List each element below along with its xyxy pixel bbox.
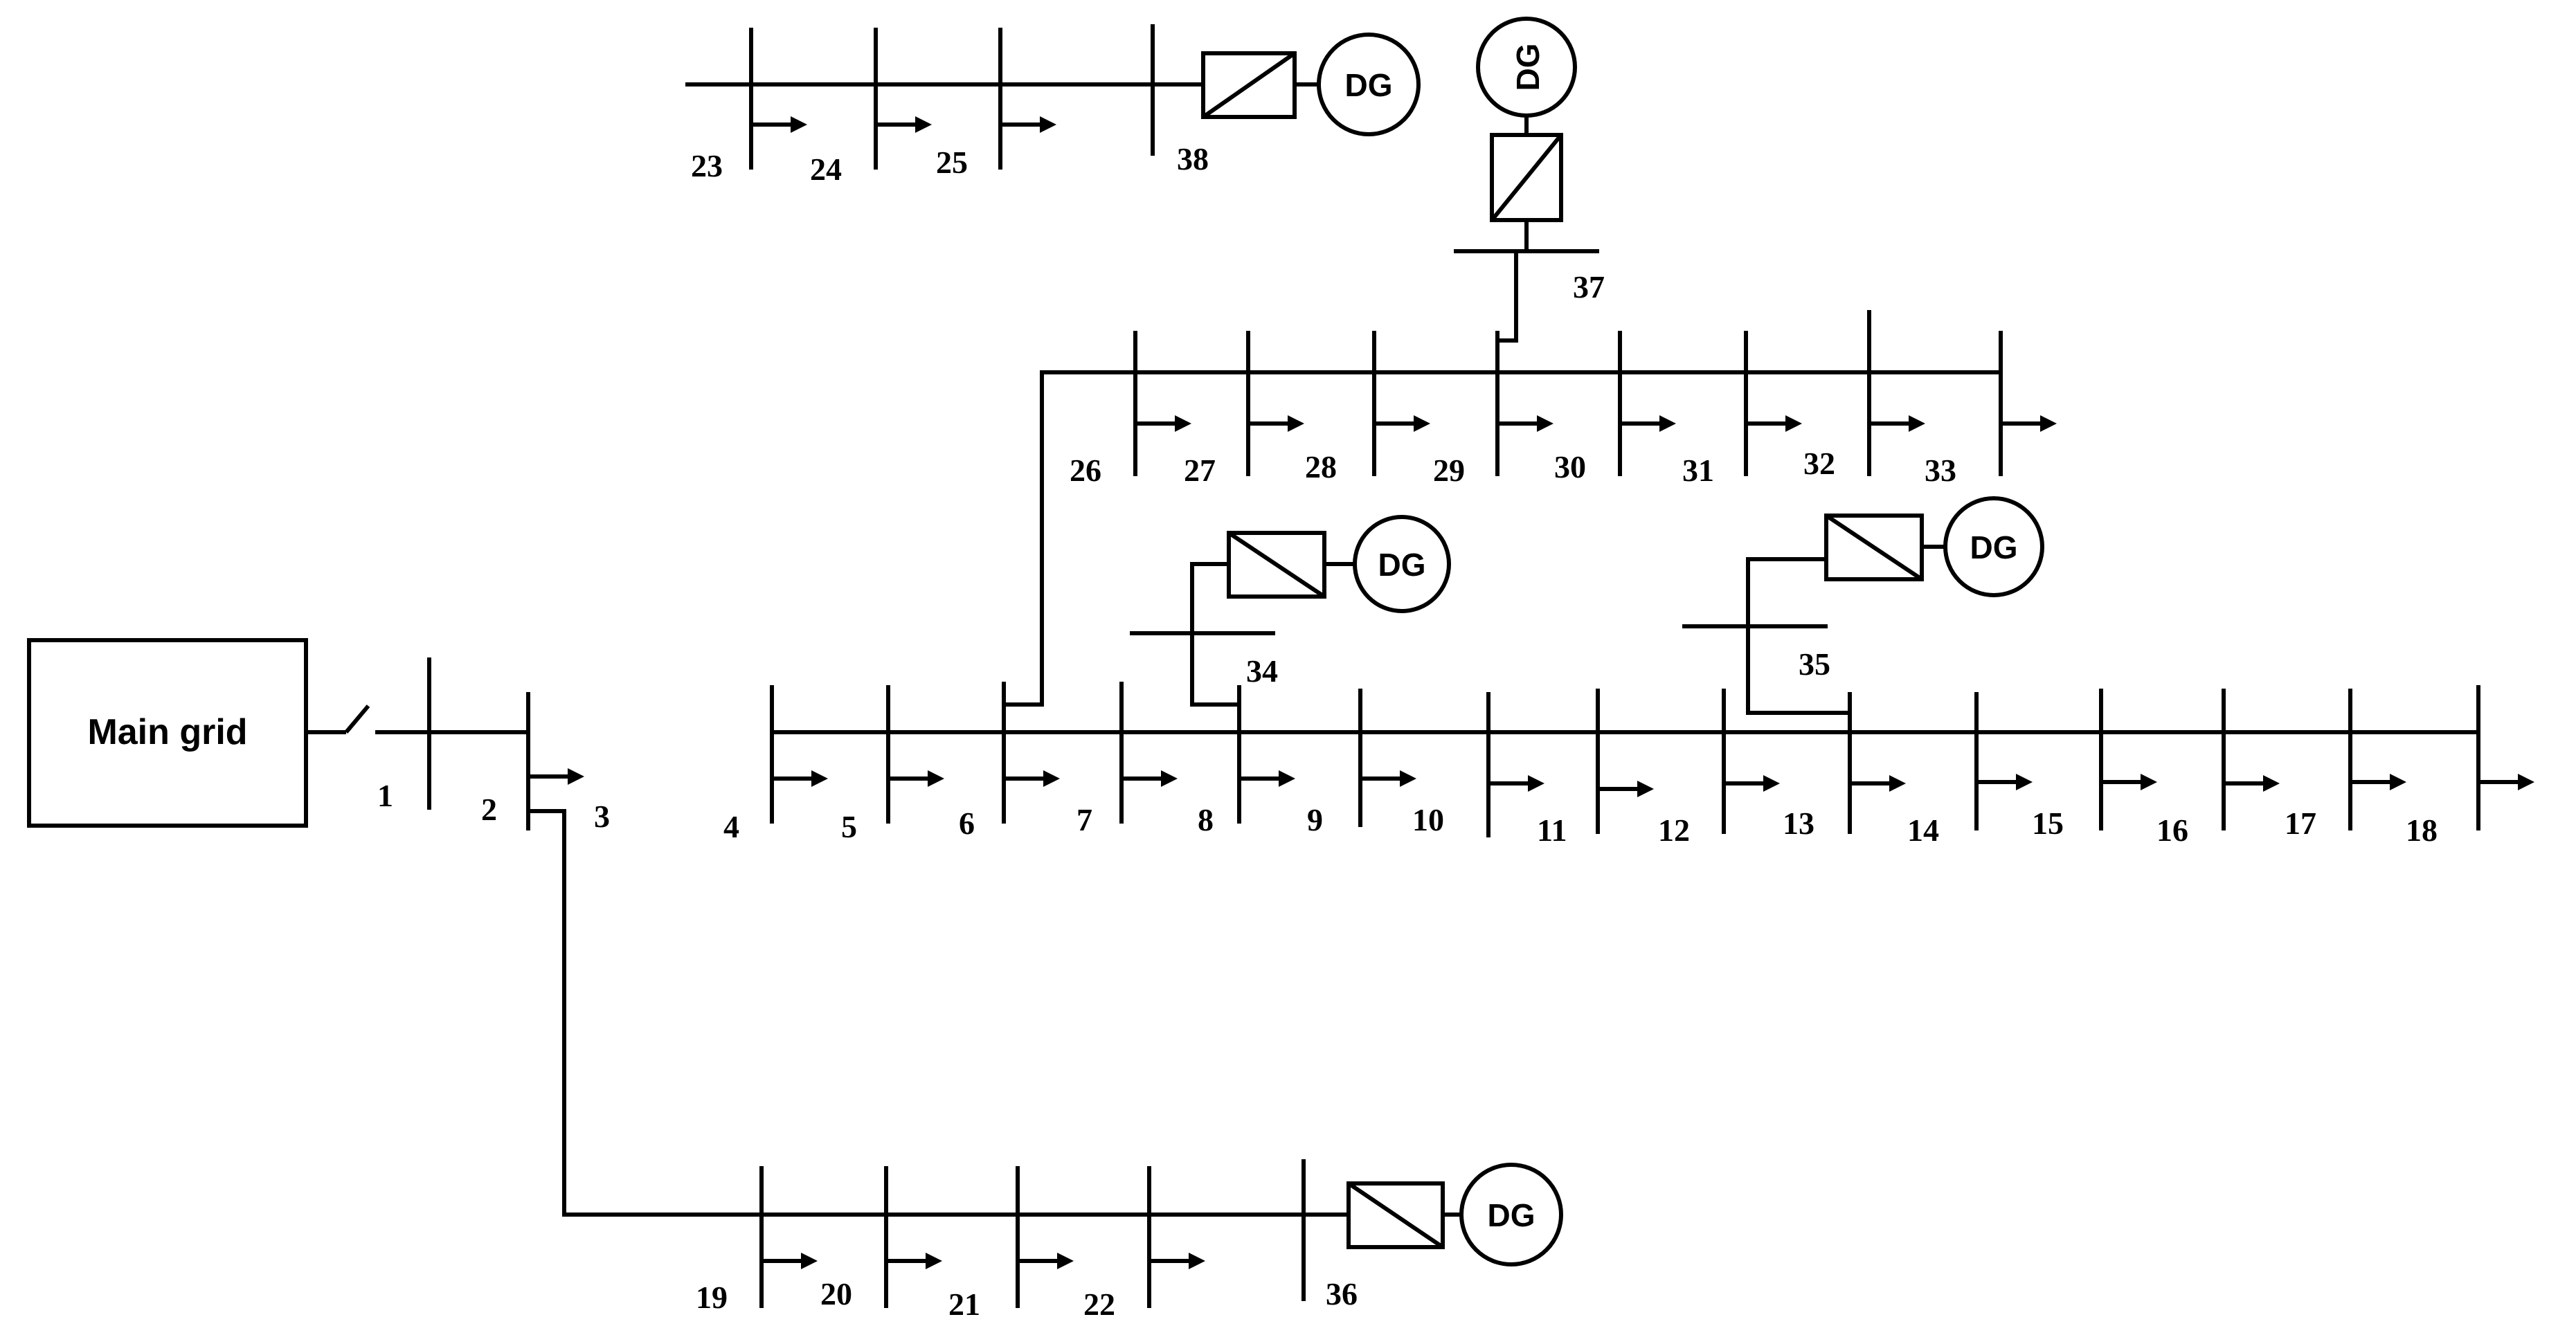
bus-label-12: 12 [1658,812,1690,848]
bus-label-27: 27 [1184,453,1216,488]
dg-circle-icon: DG [1353,515,1451,613]
main-grid-label: Main grid [87,712,247,752]
bus-label-17: 17 [2285,806,2316,841]
bus-label-24: 24 [810,152,842,187]
bus-label-36: 36 [1326,1276,1358,1311]
bus-label-28: 28 [1305,449,1337,484]
bus-label-4: 4 [723,809,739,844]
bus-labels: 1 2 3 4 5 6 7 8 9 10 11 12 13 14 15 16 1… [377,141,2438,1322]
bus-label-33: 33 [1925,453,1956,488]
dg-label-35: DG [1970,529,2018,565]
bus-label-6: 6 [959,806,975,841]
bus-label-11: 11 [1537,812,1567,848]
bus-label-37: 37 [1573,269,1605,305]
bus-label-31: 31 [1682,453,1714,488]
converter-box-icon [1824,514,1924,581]
bus-label-14: 14 [1907,812,1939,848]
bus-label-3: 3 [594,799,610,834]
dg-label-37: DG [1510,44,1546,91]
line-6-26 [1004,370,1135,707]
bus-label-26: 26 [1070,453,1101,488]
bus-label-13: 13 [1783,806,1814,841]
switch-icon [344,705,370,734]
bus-label-1: 1 [377,778,393,813]
bus-label-20: 20 [820,1276,852,1311]
main-grid-box [27,638,308,828]
bus-label-25: 25 [936,145,968,180]
main-grid: Main grid [27,638,308,828]
line-2-19 [528,809,762,1217]
bus-label-5: 5 [841,809,857,844]
bus-label-34: 34 [1246,653,1278,689]
bus-label-29: 29 [1433,453,1465,488]
bus-label-2: 2 [481,792,497,827]
line-29-37 [1497,251,1518,343]
bus-label-18: 18 [2406,812,2438,848]
line-13-35 [1746,626,1850,715]
line-35-converter [1746,547,1828,626]
line-8-34 [1190,633,1239,707]
bus-label-35: 35 [1799,646,1830,682]
bus-label-22: 22 [1083,1287,1115,1322]
converter-box-icon [1346,1181,1445,1249]
bus-label-8: 8 [1198,802,1214,837]
dg-label-38: DG [1345,67,1393,103]
dg-circle-icon: DG [1317,33,1421,136]
converter-box-icon [1490,133,1563,222]
bus-label-15: 15 [2032,806,2064,841]
converter-box-icon [1227,531,1326,599]
dg-circle-icon: DG [1459,1163,1563,1266]
bus-label-30: 30 [1554,449,1586,484]
bus-label-16: 16 [2156,812,2188,848]
bus-label-7: 7 [1077,802,1092,837]
bus-label-19: 19 [696,1280,728,1315]
dg-label-34: DG [1378,547,1426,583]
converter-box-icon [1201,51,1297,119]
bus-label-10: 10 [1412,802,1444,837]
bus-label-38: 38 [1177,141,1209,176]
bus-label-23: 23 [691,148,723,183]
bus-label-21: 21 [948,1287,980,1322]
line-34-converter [1190,562,1229,633]
dg-circle-icon: DG [1943,496,2044,597]
dg-label-36: DG [1488,1197,1535,1233]
bus-label-32: 32 [1803,446,1835,481]
dg-circle-icon: DG [1476,17,1577,118]
bus-label-9: 9 [1307,802,1323,837]
